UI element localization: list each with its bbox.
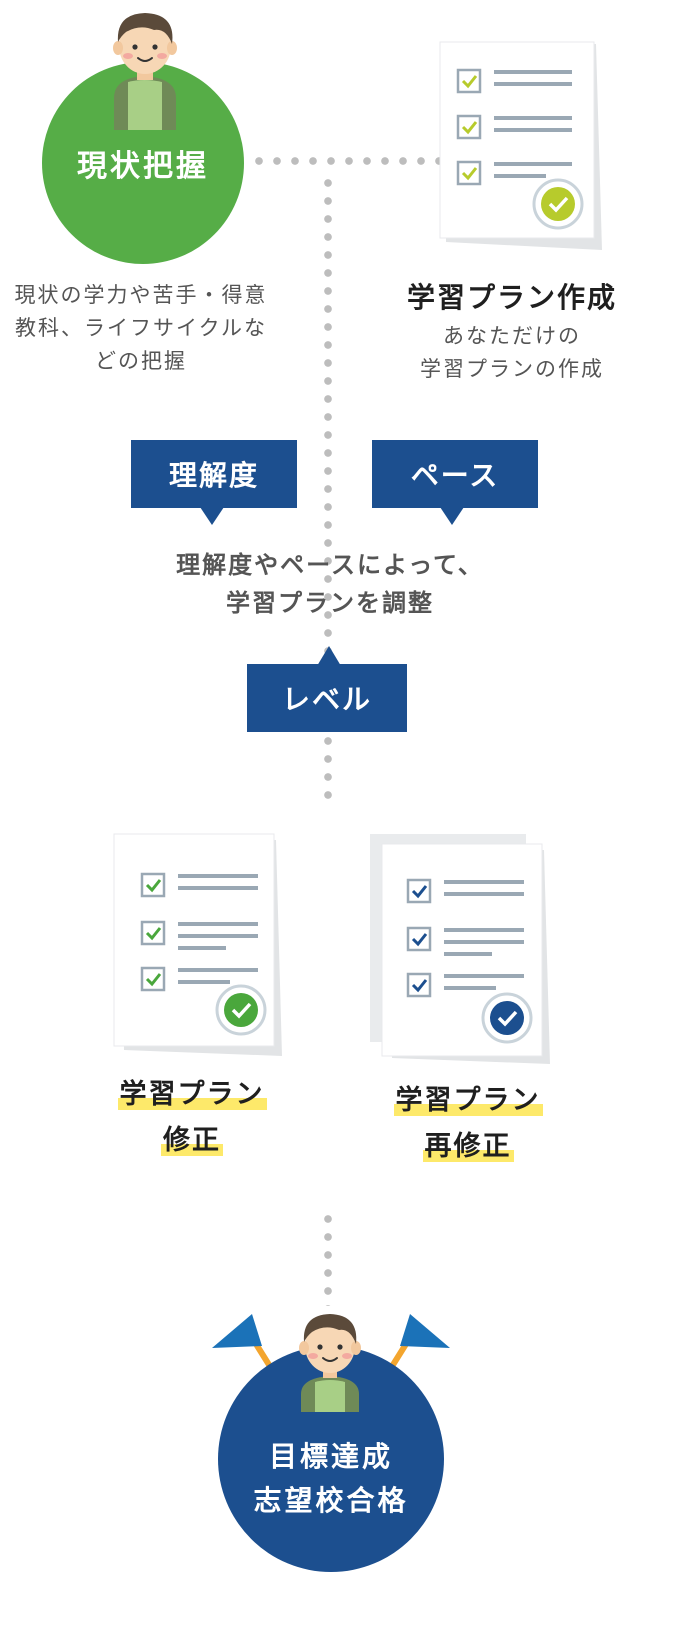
goal-label-line2: 志望校合格 (253, 1484, 409, 1517)
plan-document-icon (439, 41, 602, 250)
adjust-text: 理解度やペースによって、 学習プランを調整 (176, 551, 484, 617)
status-circle-label: 現状把握 (77, 149, 209, 184)
re-revision-document-icon (370, 834, 550, 1064)
revision-document-icon (113, 833, 282, 1056)
tag-pace-pointer (440, 507, 464, 525)
tag-level: レベル (247, 664, 407, 732)
tag-understanding: 理解度 (131, 440, 297, 508)
connector-vertical-goal (323, 1210, 333, 1306)
tag-pace: ペース (372, 440, 538, 508)
tag-understanding-pointer (200, 507, 224, 525)
connector-horizontal (250, 156, 440, 166)
student-avatar-top (113, 13, 177, 130)
re-revision-label: 学習プラン 再修正 (393, 1085, 543, 1162)
revision-label: 学習プラン 修正 (117, 1079, 267, 1156)
student-avatar-bottom (299, 1314, 361, 1412)
plan-title: 学習プラン作成 (406, 281, 617, 314)
plan-description: あなただけの 学習プランの作成 (420, 324, 604, 381)
goal-label-line1: 目標達成 (268, 1440, 393, 1473)
status-circle: 現状把握 (42, 62, 244, 264)
tag-level-pointer (317, 646, 341, 666)
status-description: 現状の学力や苦手・得意 教科、ライフサイクルな どの把握 (14, 283, 268, 373)
connector-vertical-main (323, 174, 333, 799)
